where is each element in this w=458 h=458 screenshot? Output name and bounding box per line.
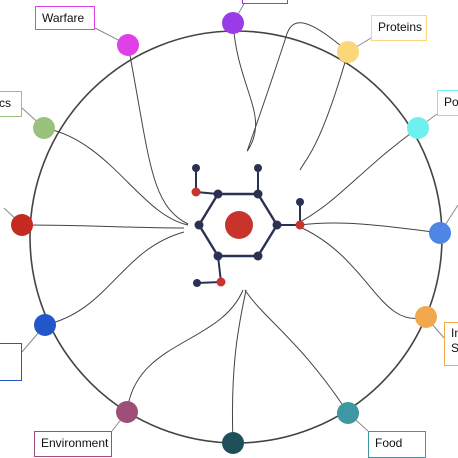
node-proteins[interactable] <box>337 41 359 63</box>
label-pol[interactable]: Po <box>437 90 458 116</box>
atom-accent <box>191 187 201 197</box>
link-warfare <box>127 44 189 225</box>
node-left-high[interactable] <box>33 117 55 139</box>
link-food <box>244 289 349 414</box>
node-pol[interactable] <box>407 117 429 139</box>
link-left-mid <box>21 224 185 229</box>
nodes-layer <box>11 12 451 454</box>
node-bottom[interactable] <box>222 432 244 454</box>
node-food[interactable] <box>337 402 359 424</box>
link-blue-right <box>299 222 441 234</box>
label-text: In <box>451 326 458 340</box>
atom <box>254 164 262 172</box>
label-left-low[interactable]: y <box>0 343 22 381</box>
link-bottom <box>231 289 247 444</box>
atom <box>253 189 263 199</box>
link-pol <box>299 127 419 223</box>
node-left-mid[interactable] <box>11 214 33 236</box>
label-text: Proteins <box>378 20 423 34</box>
node-blue-right[interactable] <box>429 222 451 244</box>
label-text: Food <box>375 436 403 450</box>
label-proteins[interactable]: Proteins <box>371 15 427 41</box>
link-top <box>232 22 349 152</box>
bond <box>256 193 279 226</box>
label-text: S <box>451 341 458 355</box>
atom <box>194 220 204 230</box>
bond <box>197 193 220 226</box>
atom <box>213 189 223 199</box>
links-layer <box>3 3 458 444</box>
atom-accent <box>295 220 305 230</box>
label-food[interactable]: Food <box>368 431 426 458</box>
link-left-high <box>43 127 189 226</box>
link-environment <box>126 289 244 413</box>
label-warfare[interactable]: Warfare <box>35 6 95 30</box>
atom <box>296 198 304 206</box>
label-text: Environment <box>41 436 109 450</box>
node-warfare[interactable] <box>117 34 139 56</box>
node-environment[interactable] <box>116 401 138 423</box>
label-ind[interactable]: InS <box>444 322 458 366</box>
atom <box>272 220 282 230</box>
molecule-icon <box>191 164 305 287</box>
label-environment[interactable]: Environment <box>34 431 112 457</box>
link-proteins <box>299 51 349 171</box>
link-left-low <box>44 231 185 326</box>
label-left-high[interactable]: tics <box>0 91 22 117</box>
label-text: tics <box>0 96 11 110</box>
atom <box>193 279 201 287</box>
center-atom <box>225 211 253 239</box>
node-ind[interactable] <box>415 306 437 328</box>
label-top[interactable] <box>242 0 288 4</box>
node-left-low[interactable] <box>34 314 56 336</box>
label-text: Warfare <box>42 11 85 25</box>
atom <box>213 251 223 261</box>
atom <box>192 164 200 172</box>
node-top[interactable] <box>222 12 244 34</box>
atom-accent <box>216 277 226 287</box>
label-text: Po <box>444 95 458 109</box>
bond <box>256 224 279 257</box>
link-ind <box>301 227 427 320</box>
atom <box>253 251 263 261</box>
bond <box>197 224 220 257</box>
